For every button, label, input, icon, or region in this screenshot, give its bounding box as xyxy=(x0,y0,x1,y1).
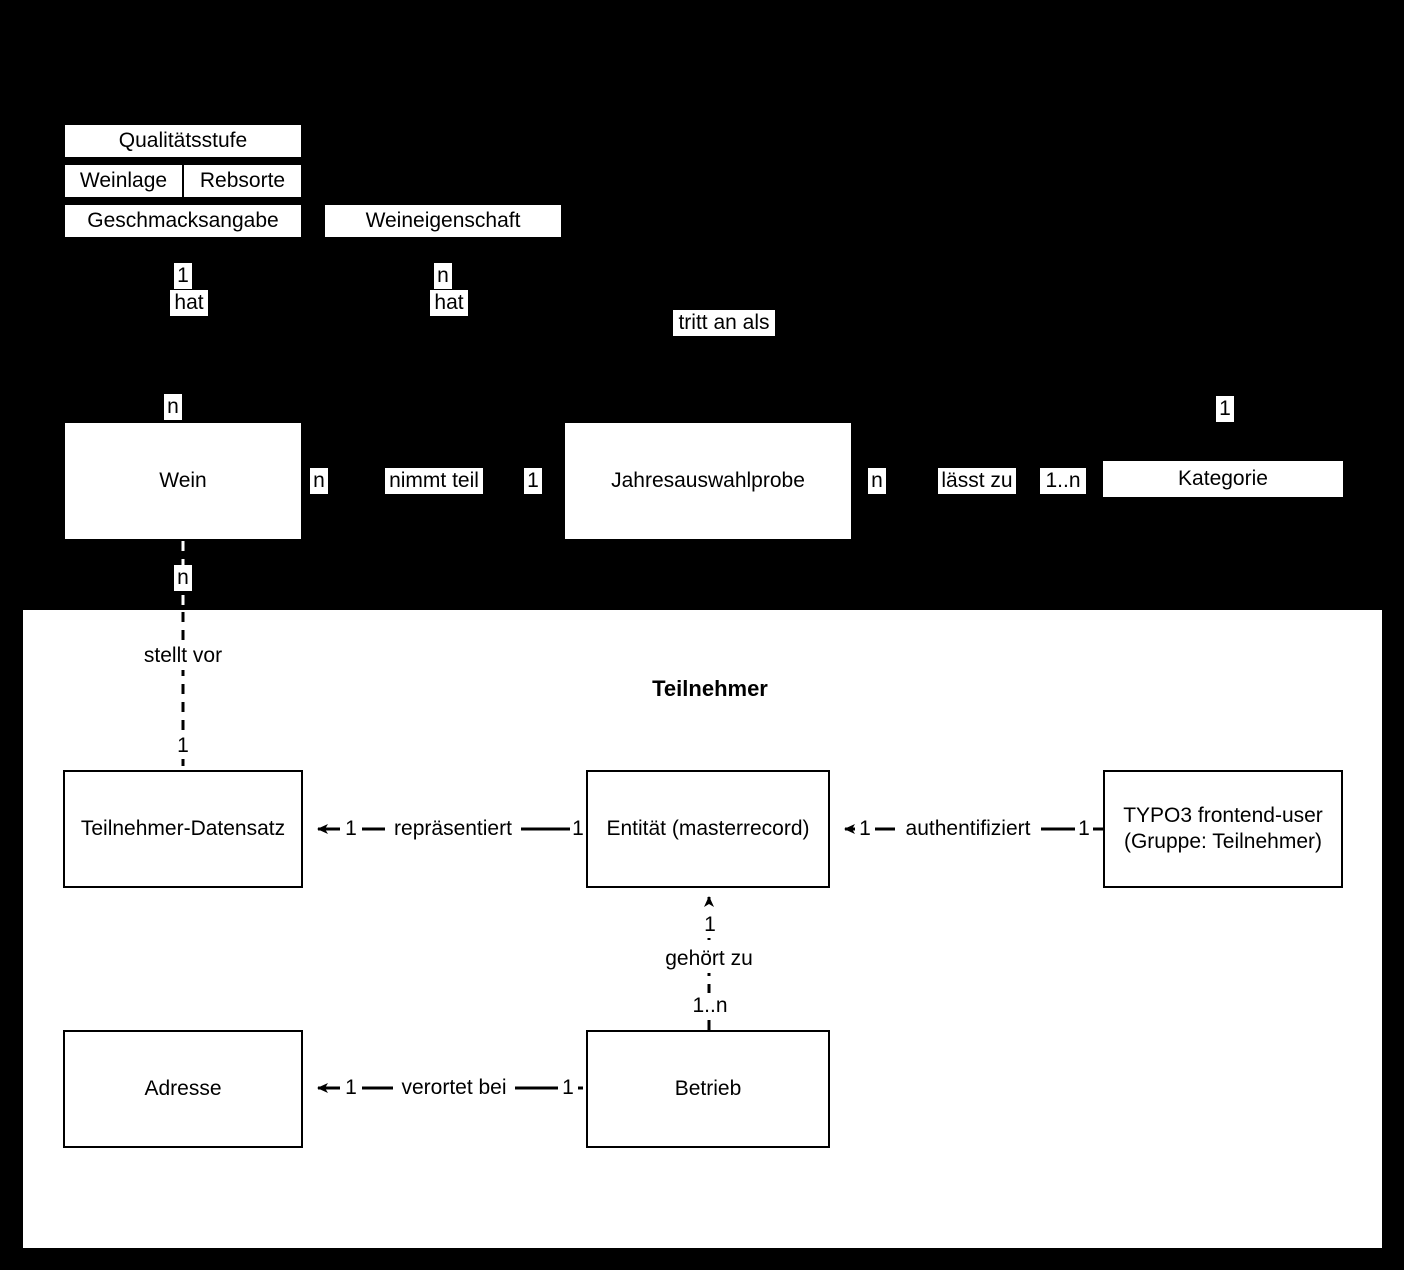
cardinality-value: 1 xyxy=(572,816,584,840)
relationship-nimmt-teil: nimmt teil xyxy=(385,468,483,494)
relationship-laesst-zu: lässt zu xyxy=(938,468,1016,494)
cardinality-value: 1 xyxy=(1219,396,1231,420)
cardinality-value: n xyxy=(871,468,883,492)
entity-kategorie-label: Kategorie xyxy=(1178,467,1268,491)
relationship-hat-left: hat xyxy=(170,290,208,316)
entity-betrieb[interactable]: Betrieb xyxy=(586,1030,830,1148)
entity-wein[interactable]: Wein xyxy=(63,421,303,541)
cardinality-value: n xyxy=(167,394,179,418)
cardinality-betrieb-top: 1..n xyxy=(686,993,734,1019)
relationship-label: nimmt teil xyxy=(389,468,479,492)
relationship-label: lässt zu xyxy=(941,468,1013,492)
cardinality-entitaet-bottom: 1 xyxy=(700,912,720,938)
relationship-repraesentiert: repräsentiert xyxy=(385,816,521,842)
cardinality-value: 1 xyxy=(704,912,716,936)
cardinality-wein-right: n xyxy=(310,468,328,494)
relationship-hat-right: hat xyxy=(430,290,468,316)
cardinality-entitaet-right: 1 xyxy=(855,816,875,842)
relationship-label: hat xyxy=(434,290,464,314)
entity-jahresauswahlprobe[interactable]: Jahresauswahlprobe xyxy=(563,421,853,541)
cardinality-adresse-right: 1 xyxy=(340,1075,362,1101)
cardinality-value: n xyxy=(437,263,449,287)
entity-qualitaetsstufe[interactable]: Qualitätsstufe xyxy=(63,123,303,159)
relationship-label: tritt an als xyxy=(678,310,770,334)
entity-rebsorte[interactable]: Rebsorte xyxy=(182,165,301,197)
entity-entitaet-label: Entität (masterrecord) xyxy=(606,817,810,841)
cardinality-jahresauswahlprobe-left: 1 xyxy=(524,468,542,494)
cardinality-teilnehmer-datensatz-right: 1 xyxy=(340,816,362,842)
relationship-stellt-vor: stellt vor xyxy=(133,642,233,670)
cardinality-wein-bottom: n xyxy=(174,565,192,591)
relationship-label: verortet bei xyxy=(401,1075,507,1099)
entity-weinlage[interactable]: Weinlage xyxy=(65,165,182,197)
cardinality-betrieb-left: 1 xyxy=(558,1075,578,1101)
cardinality-value: 1 xyxy=(562,1075,574,1099)
relationship-label: authentifiziert xyxy=(905,816,1031,840)
entity-kategorie[interactable]: Kategorie xyxy=(1103,461,1343,497)
relationship-gehoert-zu: gehört zu xyxy=(659,945,759,973)
entity-typo3-line1: TYPO3 frontend-user xyxy=(1123,804,1323,828)
entity-qualitaetsstufe-label: Qualitätsstufe xyxy=(118,129,248,153)
entity-typo3-frontend-user[interactable]: TYPO3 frontend-user (Gruppe: Teilnehmer) xyxy=(1103,770,1343,888)
cardinality-value: 1 xyxy=(1078,816,1090,840)
cardinality-value: n xyxy=(313,468,325,492)
cardinality-kategorie-left: 1..n xyxy=(1040,468,1086,494)
cardinality-kategorie-top: 1 xyxy=(1216,396,1234,422)
entity-typo3-line2: (Gruppe: Teilnehmer) xyxy=(1123,830,1323,853)
cardinality-value: 1 xyxy=(177,263,189,287)
entity-weineigenschaft[interactable]: Weineigenschaft xyxy=(323,203,563,239)
cardinality-teilnehmer-datensatz-top: 1 xyxy=(170,733,196,759)
entity-betrieb-label: Betrieb xyxy=(674,1077,742,1101)
panel-title-text: Teilnehmer xyxy=(652,676,768,702)
entity-teilnehmer-datensatz-label: Teilnehmer-Datensatz xyxy=(80,817,286,841)
relationship-verortet-bei: verortet bei xyxy=(393,1075,515,1101)
cardinality-qualitaetsstufe-hat: 1 xyxy=(174,263,192,289)
relationship-label: repräsentiert xyxy=(394,816,512,840)
cardinality-value: 1 xyxy=(527,468,539,492)
entity-rebsorte-label: Rebsorte xyxy=(199,169,286,192)
entity-weineigenschaft-label: Weineigenschaft xyxy=(365,209,521,233)
cardinality-jahresauswahlprobe-right: n xyxy=(868,468,886,494)
cardinality-wein-top: n xyxy=(164,394,182,420)
entity-geschmacksangabe-label: Geschmacksangabe xyxy=(87,209,279,233)
entity-entitaet-masterrecord[interactable]: Entität (masterrecord) xyxy=(586,770,830,888)
entity-teilnehmer-datensatz[interactable]: Teilnehmer-Datensatz xyxy=(63,770,303,888)
relationship-label: gehört zu xyxy=(665,946,753,970)
entity-geschmacksangabe[interactable]: Geschmacksangabe xyxy=(63,203,303,239)
entity-jahresauswahlprobe-label: Jahresauswahlprobe xyxy=(611,469,805,493)
entity-adresse-label: Adresse xyxy=(144,1077,222,1101)
entity-weinlage-label: Weinlage xyxy=(79,169,168,192)
cardinality-value: 1 xyxy=(859,816,871,840)
cardinality-value: 1..n xyxy=(1045,468,1081,492)
relationship-authentifiziert: authentifiziert xyxy=(895,816,1041,842)
cardinality-value: 1 xyxy=(177,733,189,757)
cardinality-value: 1..n xyxy=(692,993,728,1017)
cardinality-value: n xyxy=(177,565,189,589)
cardinality-weineigenschaft-hat: n xyxy=(434,263,452,289)
entity-adresse[interactable]: Adresse xyxy=(63,1030,303,1148)
cardinality-entitaet-left: 1 xyxy=(570,816,586,842)
panel-title-teilnehmer: Teilnehmer xyxy=(645,675,775,703)
relationship-tritt-an-als: tritt an als xyxy=(673,310,775,336)
entity-weinlage-rebsorte-row: Weinlage Rebsorte xyxy=(63,163,303,199)
cardinality-typo3-left: 1 xyxy=(1075,816,1093,842)
relationship-label: stellt vor xyxy=(143,643,223,667)
relationship-label: hat xyxy=(174,290,204,314)
cardinality-value: 1 xyxy=(345,816,357,840)
cardinality-value: 1 xyxy=(345,1075,357,1099)
entity-wein-label: Wein xyxy=(159,469,207,493)
